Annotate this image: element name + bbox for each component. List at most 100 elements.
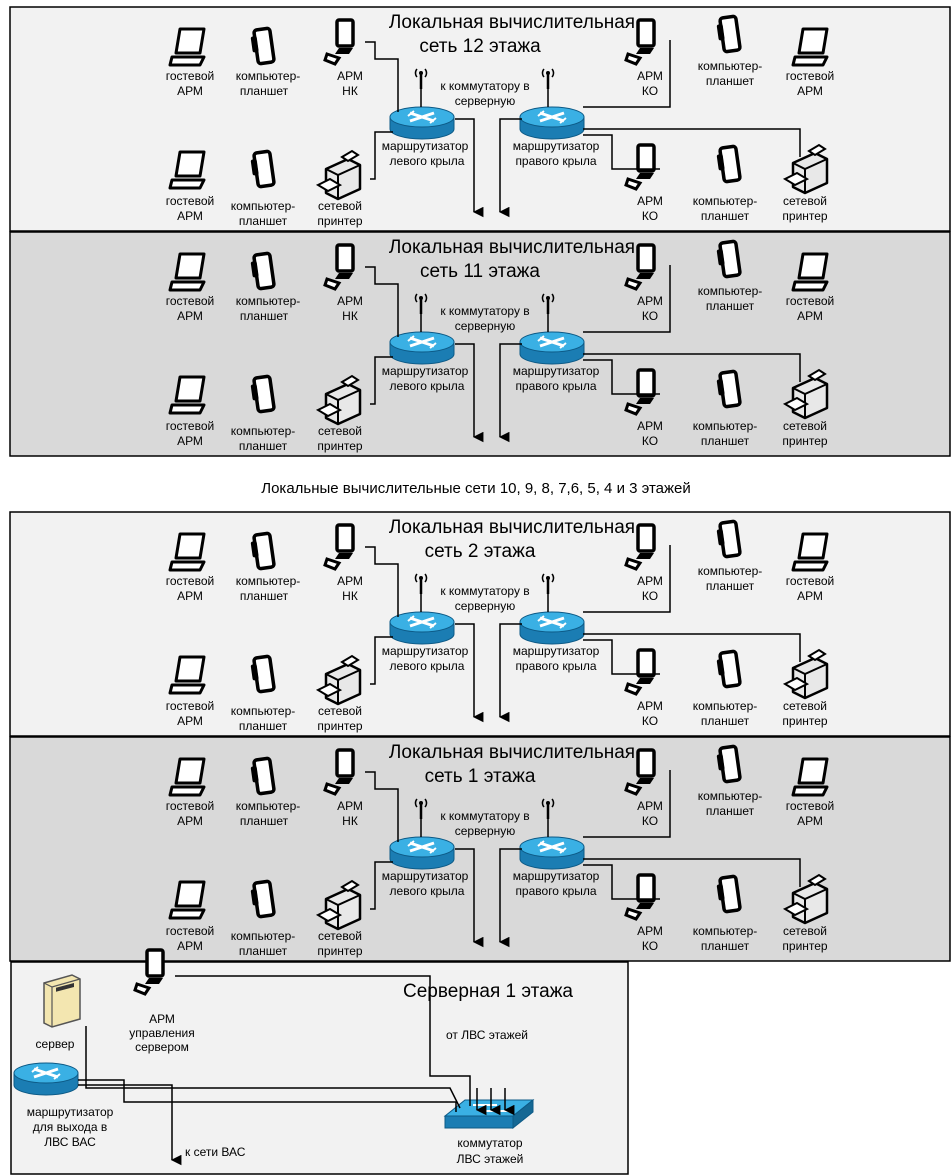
- admin-label-1: АРМ: [149, 1012, 175, 1026]
- tablet-label-2: планшет: [239, 214, 288, 228]
- arm-ko-label-1: АРМ: [637, 294, 663, 308]
- edge-router-label-3: ЛВС ВАС: [44, 1135, 96, 1149]
- router-left-label-1: маршрутизатор: [382, 364, 469, 378]
- tablet-label-1: компьютер-: [231, 929, 296, 943]
- edge-router-icon: [12, 1061, 80, 1097]
- floor-title-line1: Локальная вычислительная: [389, 12, 635, 33]
- arm-nk-label-1: АРМ: [337, 294, 363, 308]
- router-left-label-1: маршрутизатор: [382, 139, 469, 153]
- arm-ko-label-1: АРМ: [637, 699, 663, 713]
- floor-title-line1: Локальная вычислительная: [389, 237, 635, 258]
- router-right-label-1: маршрутизатор: [513, 139, 600, 153]
- tablet-label-1: компьютер-: [236, 799, 301, 813]
- guest-label-2: АРМ: [797, 589, 823, 603]
- tablet-label-2: планшет: [240, 589, 289, 603]
- guest-label-2: АРМ: [177, 714, 203, 728]
- tablet-label-2: планшет: [706, 579, 755, 593]
- arm-nk-label-2: НК: [342, 589, 358, 603]
- router-right-label-1: маршрутизатор: [513, 644, 600, 658]
- tablet-label-2: планшет: [701, 434, 750, 448]
- router-left-label-1: маршрутизатор: [382, 869, 469, 883]
- printer-label-1: сетевой: [318, 424, 362, 438]
- tablet-label-2: планшет: [239, 719, 288, 733]
- tablet-label-1: компьютер-: [698, 789, 763, 803]
- arm-ko-label-2: КО: [642, 939, 658, 953]
- network-link: [498, 848, 522, 948]
- arm-ko-label-1: АРМ: [637, 924, 663, 938]
- arm-ko-label-1: АРМ: [637, 69, 663, 83]
- guest-label-2: АРМ: [177, 309, 203, 323]
- to-switch-label-2: серверную: [455, 824, 516, 838]
- network-link: [365, 546, 399, 617]
- router-right-icon: [518, 105, 586, 141]
- arm-ko-label-1: АРМ: [637, 194, 663, 208]
- printer-label-2: принтер: [317, 719, 363, 733]
- network-link: [583, 864, 660, 900]
- tablet-label-2: планшет: [701, 714, 750, 728]
- to-vas-label: к сети ВАС: [185, 1145, 246, 1159]
- printer-label-2: принтер: [317, 944, 363, 958]
- to-switch-label-2: серверную: [455, 319, 516, 333]
- tablet-label-1: компьютер-: [693, 699, 758, 713]
- printer-label-2: принтер: [317, 214, 363, 228]
- router-left-icon: [388, 105, 456, 141]
- network-link: [365, 771, 399, 842]
- to-switch-label-2: серверную: [455, 599, 516, 613]
- router-right-label-2: правого крыла: [515, 379, 596, 393]
- to-switch-label-1: к коммутатору в: [440, 304, 529, 318]
- admin-label-2: управления: [129, 1026, 194, 1040]
- tablet-label-2: планшет: [701, 939, 750, 953]
- guest-label-2: АРМ: [177, 434, 203, 448]
- tablet-label-1: компьютер-: [698, 284, 763, 298]
- printer-label-2: принтер: [782, 434, 828, 448]
- tablet-label-2: планшет: [706, 299, 755, 313]
- guest-label-1: гостевой: [166, 194, 214, 208]
- network-link: [370, 861, 393, 910]
- guest-label-1: гостевой: [166, 574, 214, 588]
- floor-title-line2: сеть 2 этажа: [425, 541, 536, 562]
- tablet-label-1: компьютер-: [693, 924, 758, 938]
- to-switch-label-1: к коммутатору в: [440, 79, 529, 93]
- arm-ko-label-1: АРМ: [637, 574, 663, 588]
- guest-label-1: гостевой: [166, 69, 214, 83]
- arm-ko-label-2: КО: [642, 434, 658, 448]
- printer-label-2: принтер: [782, 209, 828, 223]
- arm-ko-label-1: АРМ: [637, 799, 663, 813]
- floor-title-line2: сеть 12 этажа: [419, 36, 541, 57]
- guest-label-1: гостевой: [166, 924, 214, 938]
- network-link: [583, 40, 671, 108]
- floor-title-line2: сеть 1 этажа: [425, 766, 536, 787]
- printer-label-2: принтер: [782, 714, 828, 728]
- other-floors-note: Локальные вычислительные сети 10, 9, 8, …: [261, 480, 691, 497]
- printer-label-2: принтер: [317, 439, 363, 453]
- network-link: [498, 118, 522, 218]
- router-right-label-1: маршрутизатор: [513, 364, 600, 378]
- printer-label-1: сетевой: [783, 419, 827, 433]
- tablet-label-1: компьютер-: [693, 419, 758, 433]
- network-link: [370, 356, 393, 405]
- tablet-label-2: планшет: [706, 804, 755, 818]
- edge-router-label-1: маршрутизатор: [27, 1105, 114, 1119]
- tablet-label-1: компьютер-: [231, 704, 296, 718]
- arm-ko-label-2: КО: [642, 589, 658, 603]
- tablet-label-1: компьютер-: [236, 574, 301, 588]
- router-right-label-2: правого крыла: [515, 659, 596, 673]
- network-link: [455, 848, 484, 948]
- network-link: [370, 131, 393, 180]
- network-link: [583, 858, 801, 887]
- router-right-icon: [518, 330, 586, 366]
- guest-label-2: АРМ: [177, 939, 203, 953]
- floor-panel-bg: [9, 231, 951, 457]
- printer-label-2: принтер: [782, 939, 828, 953]
- guest-label-2: АРМ: [177, 84, 203, 98]
- router-right-label-2: правого крыла: [515, 154, 596, 168]
- admin-label-3: сервером: [135, 1040, 189, 1054]
- guest-label-1: гостевой: [786, 69, 834, 83]
- server-label: сервер: [36, 1037, 75, 1051]
- tablet-label-1: компьютер-: [698, 564, 763, 578]
- tablet-label-1: компьютер-: [231, 199, 296, 213]
- arm-nk-label-1: АРМ: [337, 69, 363, 83]
- to-switch-label-2: серверную: [455, 94, 516, 108]
